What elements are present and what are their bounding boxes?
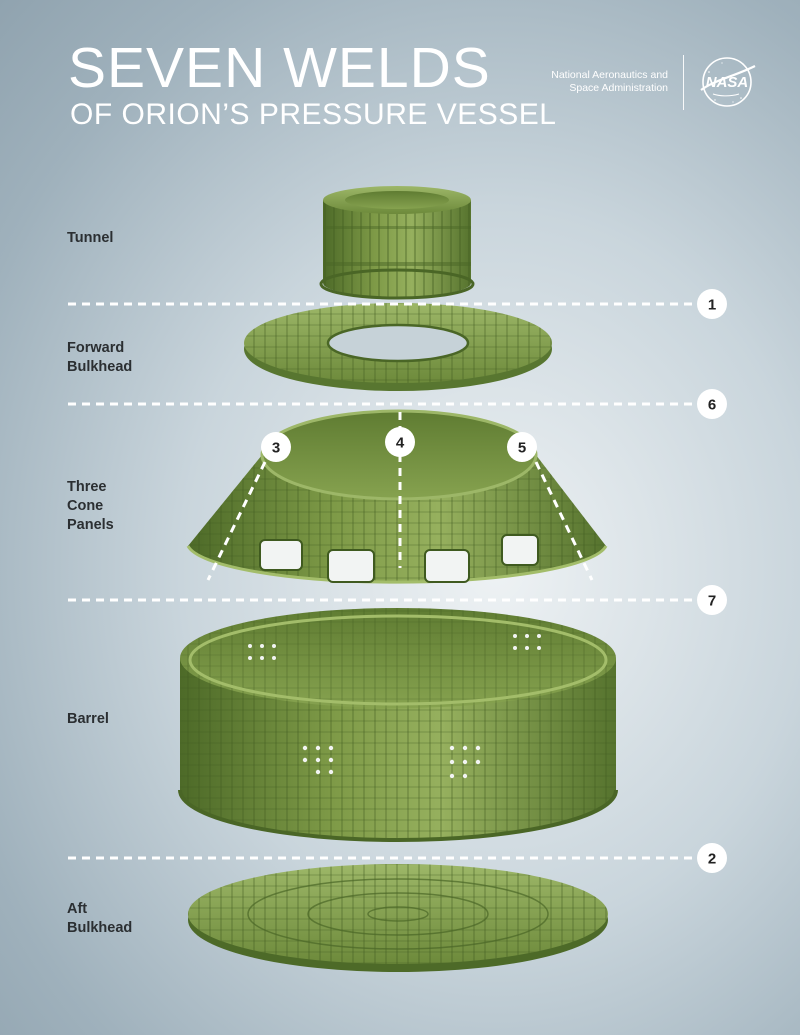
agency-name-line-1: National Aeronautics and xyxy=(551,69,668,81)
svg-text:3: 3 xyxy=(272,440,280,457)
header-divider xyxy=(683,55,684,110)
tunnel-part xyxy=(319,186,475,300)
agency-name: National Aeronautics and Space Administr… xyxy=(488,69,668,95)
svg-text:5: 5 xyxy=(518,440,526,457)
svg-text:6: 6 xyxy=(708,397,716,414)
label-aft-bulkhead-line-2: Bulkhead xyxy=(67,920,133,936)
label-tunnel: Tunnel xyxy=(67,229,113,248)
cone-window-group xyxy=(259,534,539,583)
barrel-part xyxy=(178,608,618,842)
page-subtitle: OF ORION’S PRESSURE VESSEL xyxy=(70,98,557,131)
label-cone-panels-line-2: Cone xyxy=(67,498,104,514)
label-forward-bulkhead-line-1: Forward xyxy=(67,340,125,356)
weld-badge-3: 3 xyxy=(261,432,291,462)
weld-badge-5: 5 xyxy=(507,432,537,462)
label-forward-bulkhead-line-2: Bulkhead xyxy=(67,359,133,375)
label-cone-panels: Three Cone Panels xyxy=(67,478,114,535)
barrel-hole-pattern xyxy=(248,634,541,779)
weld-badge-2: 2 xyxy=(697,843,727,873)
svg-text:1: 1 xyxy=(708,297,716,314)
aft-bulkhead-part xyxy=(188,864,608,972)
label-barrel-line-1: Barrel xyxy=(67,711,109,727)
svg-text:4: 4 xyxy=(396,435,405,452)
agency-name-line-2: Space Administration xyxy=(569,82,668,94)
weld-line-5 xyxy=(534,461,594,581)
svg-text:2: 2 xyxy=(708,851,716,868)
weld-line-3 xyxy=(206,461,267,581)
page-title: SEVEN WELDS xyxy=(68,36,491,100)
label-aft-bulkhead: Aft Bulkhead xyxy=(67,900,132,938)
weld-lines xyxy=(68,302,694,860)
label-forward-bulkhead: Forward Bulkhead xyxy=(67,339,132,377)
forward-bulkhead-part xyxy=(244,303,552,391)
label-cone-panels-line-1: Three xyxy=(67,479,107,495)
weld-badge-7: 7 xyxy=(697,585,727,615)
svg-text:7: 7 xyxy=(708,593,716,610)
weld-badge-6: 6 xyxy=(697,389,727,419)
weld-badge-1: 1 xyxy=(697,289,727,319)
label-tunnel-line-1: Tunnel xyxy=(67,230,114,246)
label-barrel: Barrel xyxy=(67,710,109,729)
label-cone-panels-line-3: Panels xyxy=(67,517,114,533)
nasa-logo: NASA xyxy=(700,57,756,107)
nasa-logo-text: NASA xyxy=(706,74,749,91)
weld-badge-4: 4 xyxy=(385,427,415,457)
label-aft-bulkhead-line-1: Aft xyxy=(67,901,88,917)
cone-panels-part xyxy=(186,409,608,584)
